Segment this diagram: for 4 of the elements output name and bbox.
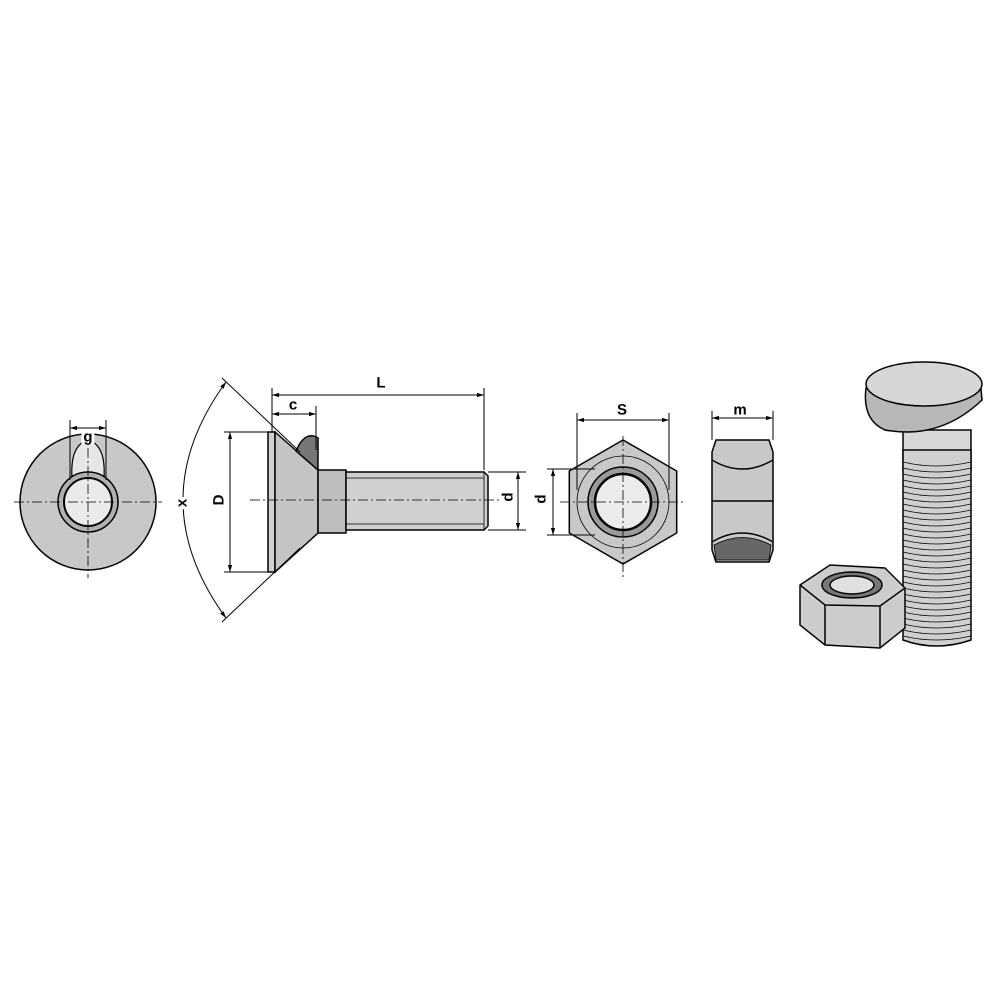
- dimension-label: D: [212, 492, 226, 508]
- dimension-label: L: [374, 376, 388, 390]
- dimension-label: g: [81, 430, 95, 444]
- dimension-label: S: [615, 402, 629, 418]
